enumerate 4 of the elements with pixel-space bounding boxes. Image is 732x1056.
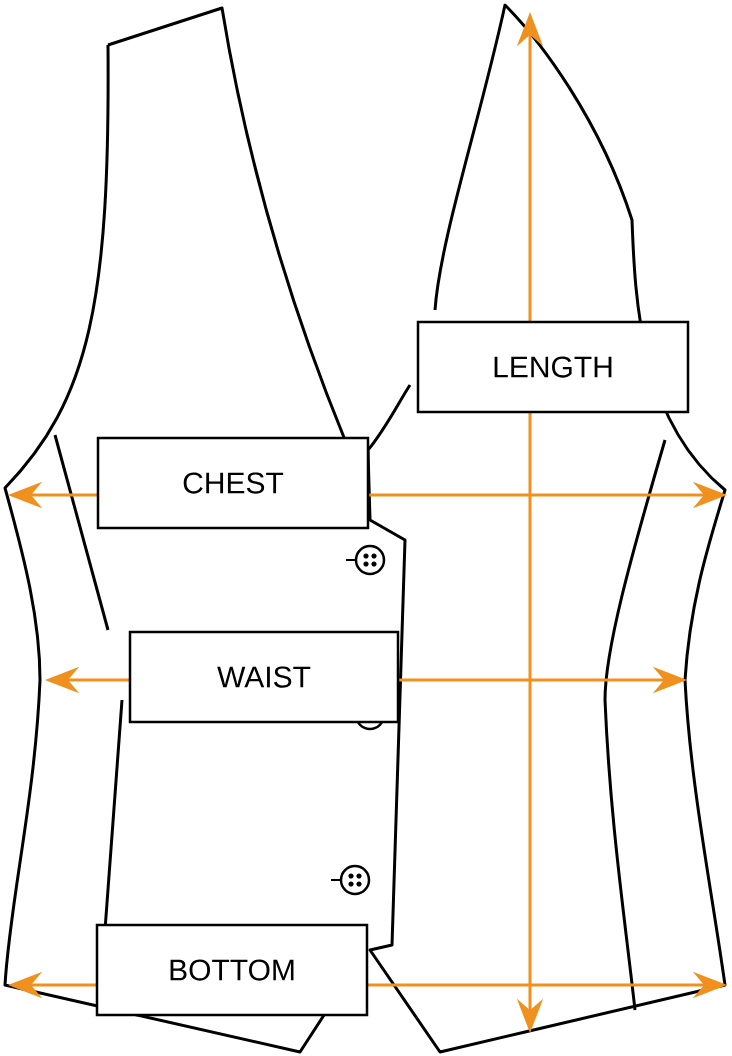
label-box: WAIST (128, 630, 400, 724)
label-box: BOTTOM (95, 923, 369, 1017)
label-box: CHEST (96, 436, 370, 530)
label-box: LENGTH (416, 320, 690, 414)
